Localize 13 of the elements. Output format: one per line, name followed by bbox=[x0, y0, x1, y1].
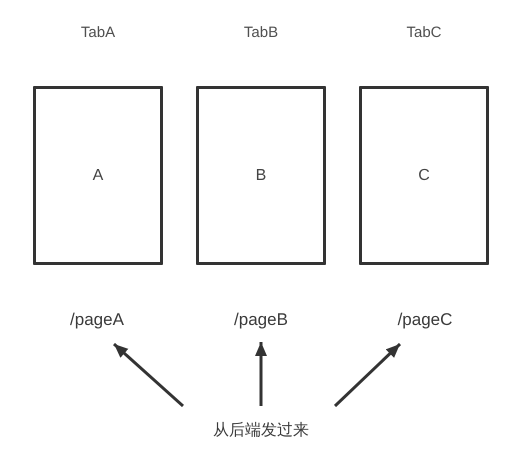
tab-label: TabB bbox=[244, 23, 278, 43]
frame-label: A bbox=[92, 166, 104, 186]
frame-label: B bbox=[256, 166, 266, 186]
route-label: /pageA bbox=[70, 310, 124, 330]
route-label: /pageB bbox=[234, 310, 288, 330]
arrow bbox=[255, 342, 267, 406]
arrow bbox=[113, 342, 184, 408]
tab-label: TabA bbox=[80, 23, 116, 43]
route-label: /pageC bbox=[398, 310, 452, 330]
source-label: 从后端发过来 bbox=[213, 421, 309, 441]
arrow bbox=[334, 342, 402, 408]
frame-label: C bbox=[418, 166, 430, 186]
tab-label: TabC bbox=[406, 23, 442, 43]
